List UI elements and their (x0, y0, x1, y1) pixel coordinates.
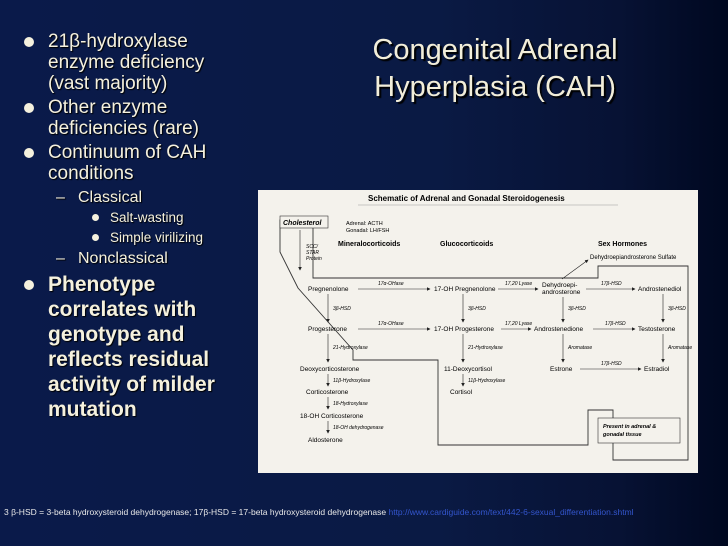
bullet-dot-icon (24, 103, 34, 113)
bullet-dot-icon (92, 214, 99, 221)
bullet-line: correlates with (48, 298, 197, 321)
enz-3hsd-3: 3β-HSD (568, 306, 586, 312)
sub-bullet-nonclassical: – Nonclassical (20, 248, 280, 269)
dhea-line1: Dehydroepi- (542, 282, 577, 289)
bullet-line: 21β-hydroxylase (48, 31, 188, 52)
star-label: STAR (306, 250, 319, 256)
sub-bullet-classical: – Classical (20, 187, 280, 208)
adrenal-acth: Adrenal: ACTH (346, 221, 383, 227)
bullet-continuum: Continuum of CAH conditions (20, 142, 280, 184)
corticosterone: Corticosterone (306, 389, 349, 396)
slide-title: Congenital Adrenal Hyperplasia (CAH) (330, 32, 660, 106)
bullet-line: genotype and (48, 323, 185, 346)
sub-sub-bullet-simple-virilizing: Simple virilizing (20, 228, 280, 248)
bullet-21-hydroxylase: 21β-hydroxylase enzyme deficiency (vast … (20, 31, 280, 94)
deoxycorticosterone: Deoxycorticosterone (300, 366, 360, 373)
enz-lyase-2: 17,20 Lyase (505, 321, 532, 327)
17oh-pregnenolone: 17-OH Pregnenolone (434, 286, 496, 293)
diagram-heading: Schematic of Adrenal and Gonadal Steroid… (368, 194, 565, 203)
enz-11oh-1: 11β-Hydroxylase (333, 378, 370, 384)
title-line-1: Congenital Adrenal (372, 34, 618, 66)
bullet-line: conditions (48, 163, 134, 184)
present-box (597, 417, 681, 444)
androstenedione: Androstenedione (534, 326, 584, 333)
col-glucocorticoids: Glucocorticoids (440, 241, 493, 248)
bullet-line: Other enzyme (48, 97, 168, 118)
col-mineralocorticoids: Mineralocorticoids (338, 241, 400, 248)
bullet-other-enzyme: Other enzyme deficiencies (rare) (20, 97, 280, 139)
enz-3hsd-2: 3β-HSD (468, 306, 486, 312)
estradiol: Estradiol (644, 366, 670, 373)
present-line2: gonadal tissue (602, 432, 642, 438)
steroidogenesis-diagram: Schematic of Adrenal and Gonadal Steroid… (258, 190, 698, 473)
estrone: Estrone (550, 366, 573, 373)
bullet-line: deficiencies (rare) (48, 118, 199, 139)
bullet-line: reflects residual (48, 348, 210, 371)
enz-17hsd-3: 17β-HSD (601, 361, 622, 367)
bullet-line: (vast majority) (48, 73, 168, 94)
footer-url-link[interactable]: http://www.cardiguide.com/text/442-6-sex… (388, 507, 634, 517)
bullet-line: Continuum of CAH (48, 142, 207, 163)
bullet-dot-icon (24, 280, 34, 290)
sub-sub-bullet-salt-wasting: Salt-wasting (20, 208, 280, 228)
enz-17oh-2: 17α-OHase (378, 321, 404, 327)
present-line1: Present in adrenal & (603, 424, 656, 430)
enz-aromatase-1: Aromatase (567, 345, 592, 351)
enz-11oh-2: 11β-Hydroxylase (468, 378, 505, 384)
cholesterol-label: Cholesterol (283, 220, 323, 227)
bullet-dot-icon (92, 234, 99, 241)
dash-icon: – (56, 250, 65, 267)
18oh-corticosterone: 18-OH Corticosterone (300, 413, 364, 420)
diagram-svg: Schematic of Adrenal and Gonadal Steroid… (258, 190, 698, 473)
17oh-progesterone: 17-OH Progesterone (434, 326, 494, 333)
protein-label: Protein (306, 256, 322, 262)
footer-note: 3 β-HSD = 3-beta hydroxysteroid dehydrog… (4, 507, 634, 517)
col-sex-hormones: Sex Hormones (598, 241, 647, 248)
bullet-dot-icon (24, 37, 34, 47)
scc-label: SCC/ (306, 244, 319, 250)
sub-sub-bullet-label: Simple virilizing (110, 230, 204, 245)
dheas-label: Dehydroepiandrosterone Sulfate (590, 255, 677, 261)
dhea-line2: androsterone (542, 289, 581, 296)
bullet-line: Phenotype (48, 273, 156, 296)
bullet-phenotype: Phenotype correlates with genotype and r… (20, 272, 280, 422)
testosterone: Testosterone (638, 326, 676, 333)
bullet-dot-icon (24, 148, 34, 158)
bullet-line: enzyme deficiency (48, 52, 205, 73)
aldosterone: Aldosterone (308, 437, 343, 444)
sub-bullet-label: Classical (78, 189, 143, 206)
sub-bullet-label: Nonclassical (78, 250, 168, 267)
title-line-2: Hyperplasia (CAH) (374, 71, 616, 103)
cortisol: Cortisol (450, 389, 473, 396)
pregnenolone: Pregnenolone (308, 286, 349, 293)
enz-17hsd-2: 17β-HSD (605, 321, 626, 327)
enz-18oh-dehydrogenase: 18-OH dehydrogenase (333, 425, 384, 431)
enz-aromatase-2: Aromatase (667, 345, 692, 351)
enz-3hsd-1: 3β-HSD (333, 306, 351, 312)
cholesterol-box (279, 215, 329, 229)
enz-17oh-1: 17α-OHase (378, 281, 404, 287)
enz-21oh-1: 21-Hydroxylase (332, 345, 368, 351)
bullet-list: 21β-hydroxylase enzyme deficiency (vast … (20, 10, 280, 425)
progesterone: Progesterone (308, 326, 347, 333)
11-deoxycortisol: 11-Deoxycortisol (444, 366, 492, 373)
dash-icon: – (56, 189, 65, 206)
enz-17hsd-1: 17β-HSD (601, 281, 622, 287)
enz-lyase-1: 17,20 Lyase (505, 281, 532, 287)
enz-18oh: 18-Hydroxylase (333, 401, 368, 407)
bullet-line: mutation (48, 398, 137, 421)
enz-21oh-2: 21-Hydroxylase (467, 345, 503, 351)
gonadal-lh-fsh: Gonadal: LH/FSH (346, 228, 389, 234)
footer-text: 3 β-HSD = 3-beta hydroxysteroid dehydrog… (4, 507, 387, 517)
enz-3hsd-4: 3β-HSD (668, 306, 686, 312)
sub-sub-bullet-label: Salt-wasting (110, 210, 184, 225)
androstenediol: Androstenediol (638, 286, 682, 293)
bullet-line: activity of milder (48, 373, 215, 396)
